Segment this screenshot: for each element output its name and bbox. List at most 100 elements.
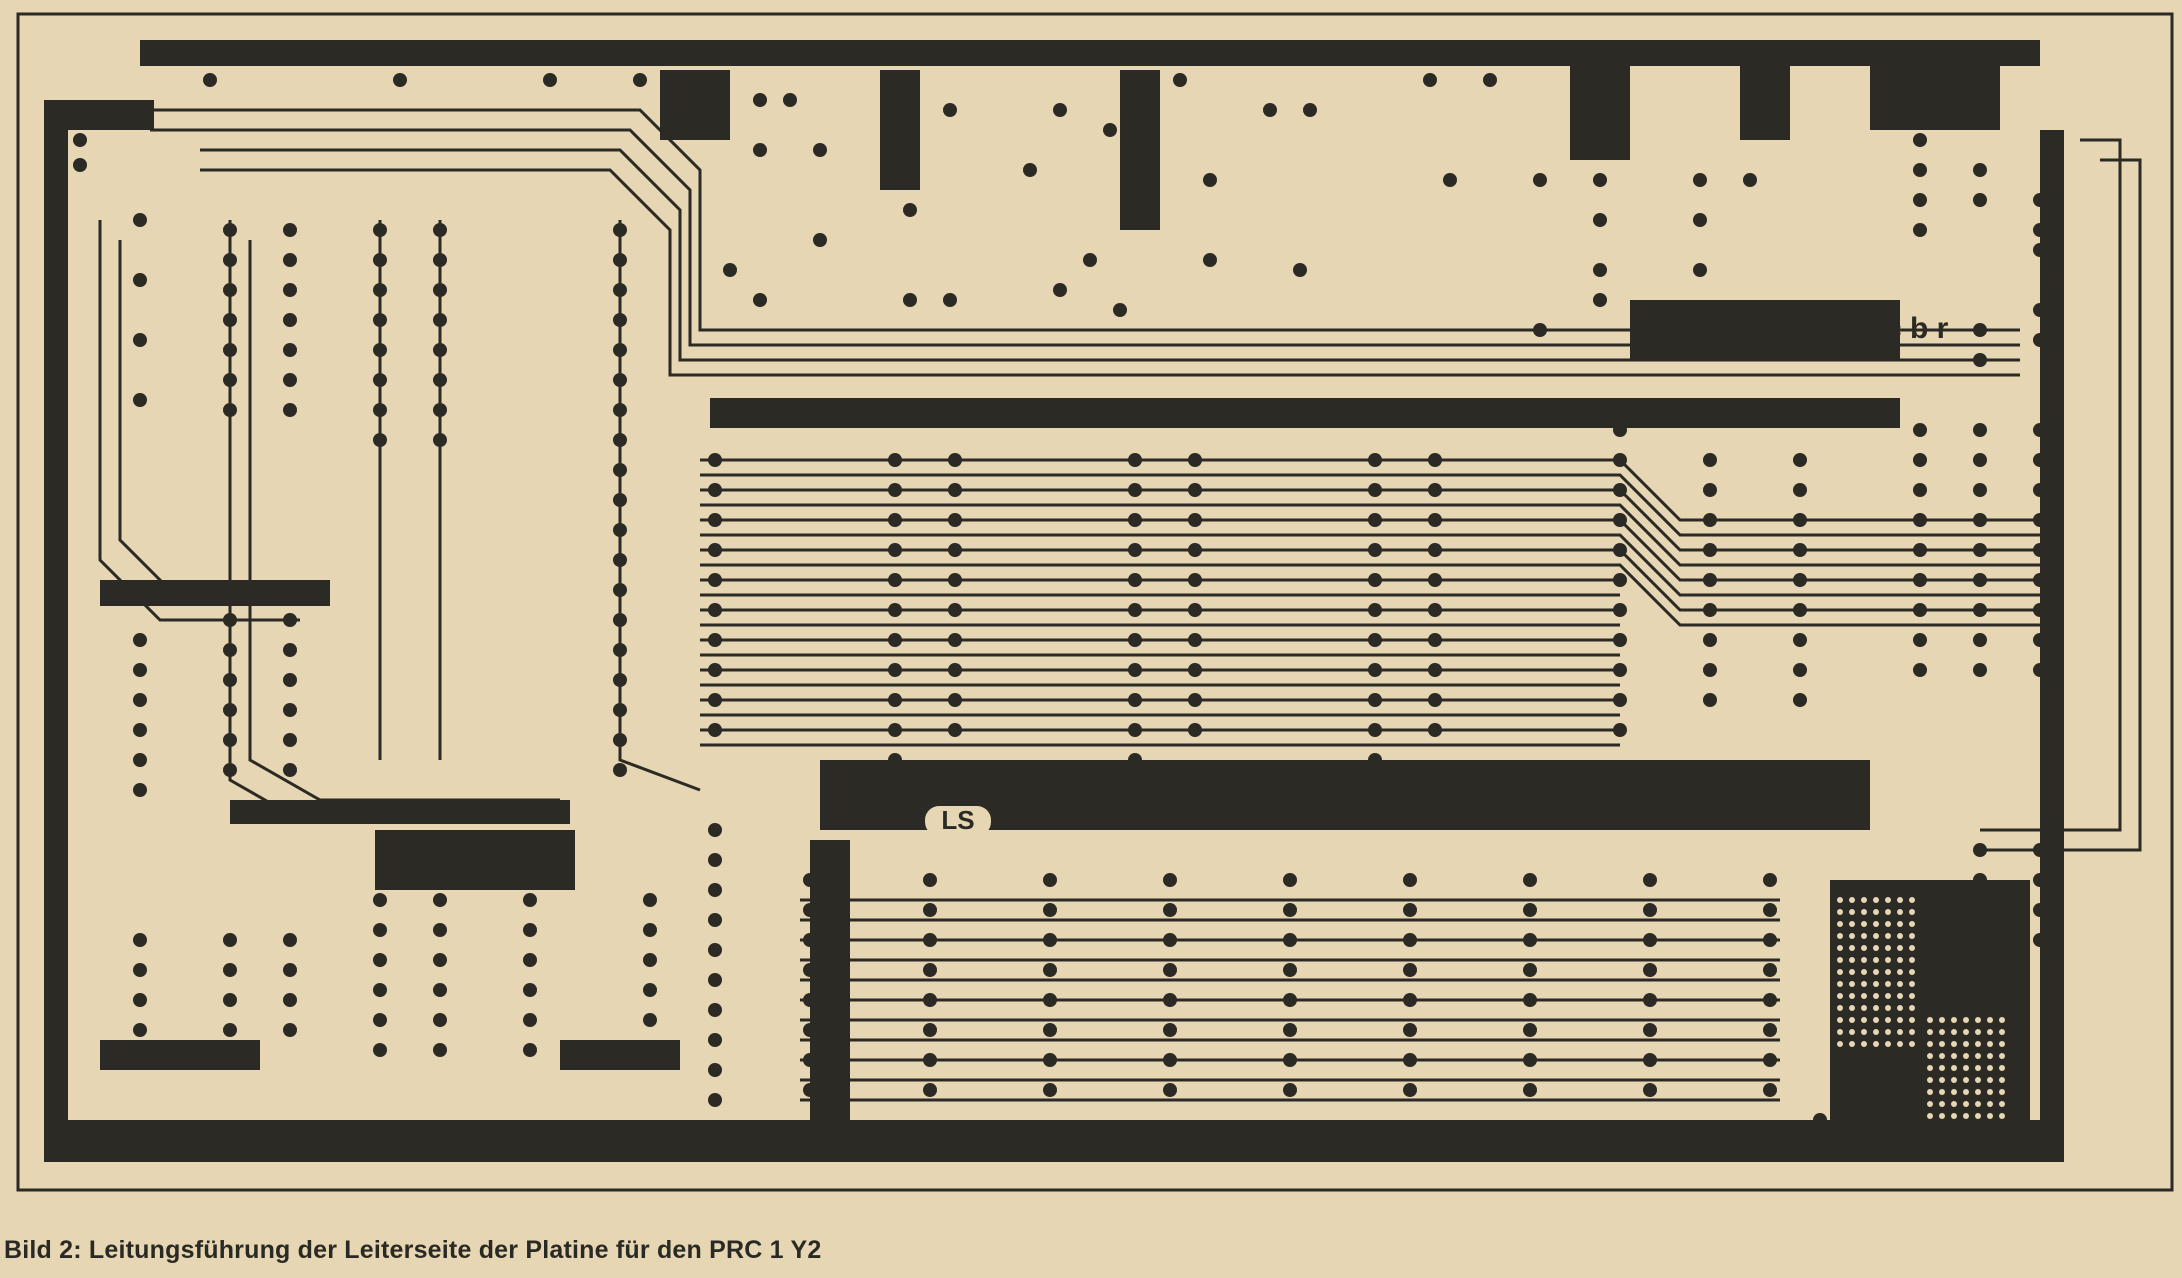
perfboard-hole [1927, 1029, 1933, 1035]
perfboard-hole [1873, 993, 1879, 999]
perfboard-hole [1909, 1029, 1915, 1035]
perfboard-hole [1885, 957, 1891, 963]
perfboard-hole [1885, 921, 1891, 927]
perfboard-hole [1963, 1065, 1969, 1071]
perfboard-hole [1837, 1029, 1843, 1035]
perfboard-hole [1951, 1053, 1957, 1059]
perfboard-hole [1939, 1029, 1945, 1035]
perfboard-hole [1897, 945, 1903, 951]
ls-label-box [925, 806, 991, 836]
perfboard-hole [1897, 969, 1903, 975]
perfboard-hole [1987, 1113, 1993, 1119]
perfboard-hole [1885, 981, 1891, 987]
perfboard-hole [1987, 1029, 1993, 1035]
perfboard-hole [1861, 1041, 1867, 1047]
perfboard-hole [1963, 1041, 1969, 1047]
perfboard-hole [1927, 1101, 1933, 1107]
perfboard-hole [1897, 1005, 1903, 1011]
bus-traces [98, 108, 2142, 1102]
perfboard-hole [1987, 1101, 1993, 1107]
perfboard-hole [1861, 1029, 1867, 1035]
perfboard-hole [1849, 897, 1855, 903]
lower-row-pads [803, 873, 1777, 1097]
perfboard-hole [1975, 1089, 1981, 1095]
perfboard-hole [1897, 957, 1903, 963]
board-outline [16, 12, 2174, 1192]
perfboard-hole [1975, 1053, 1981, 1059]
perfboard-hole [1885, 933, 1891, 939]
perfboard-hole [1861, 945, 1867, 951]
perfboard-hole [1927, 1065, 1933, 1071]
perfboard-hole [1909, 981, 1915, 987]
perfboard-hole [1927, 1113, 1933, 1119]
perfboard-hole [1885, 1041, 1891, 1047]
perfboard-hole [1861, 921, 1867, 927]
perfboard-hole [1975, 1065, 1981, 1071]
perfboard-hole [1963, 1077, 1969, 1083]
perfboard-hole [1939, 1077, 1945, 1083]
perfboard-hole [1897, 981, 1903, 987]
perfboard-hole [1951, 1041, 1957, 1047]
perfboard-hole [1873, 1041, 1879, 1047]
top-area-pads [203, 73, 2047, 367]
perfboard-hole [1987, 1053, 1993, 1059]
ground-plane [44, 40, 2064, 1162]
perfboard-hole [1861, 969, 1867, 975]
perfboard-hole [1837, 897, 1843, 903]
perfboard-hole [1897, 1017, 1903, 1023]
perfboard-hole [1849, 981, 1855, 987]
perfboard-hole [1999, 1065, 2005, 1071]
perfboard-hole [1999, 1041, 2005, 1047]
perfboard-hole [1999, 1077, 2005, 1083]
perfboard-hole [1873, 1029, 1879, 1035]
perfboard-hole [1909, 969, 1915, 975]
perfboard-hole [1873, 945, 1879, 951]
perfboard-hole [1849, 945, 1855, 951]
perfboard-hole [1939, 1065, 1945, 1071]
perfboard-hole [1885, 909, 1891, 915]
perfboard-hole [1951, 1017, 1957, 1023]
perfboard-hole [1861, 957, 1867, 963]
perfboard-hole [1837, 969, 1843, 975]
perfboard-hole [1927, 1077, 1933, 1083]
perfboard-hole [1987, 1077, 1993, 1083]
perfboard-hole [1837, 921, 1843, 927]
perfboard-hole [1939, 1041, 1945, 1047]
perfboard-hole [1885, 993, 1891, 999]
left-lower-pads [133, 823, 722, 1107]
perfboard-hole [1909, 921, 1915, 927]
perfboard-hole [1873, 981, 1879, 987]
left-upper-pads [73, 133, 297, 797]
perfboard-hole [1897, 993, 1903, 999]
perfboard-hole [1849, 1041, 1855, 1047]
perfboard-hole [1939, 1101, 1945, 1107]
perfboard-hole [1897, 921, 1903, 927]
perfboard-hole [1927, 1017, 1933, 1023]
perfboard-hole [1897, 1029, 1903, 1035]
perfboard-holes [1837, 897, 2005, 1119]
perfboard-hole [1897, 897, 1903, 903]
perfboard-hole [1909, 1041, 1915, 1047]
perfboard-hole [1999, 1089, 2005, 1095]
perfboard-hole [1909, 957, 1915, 963]
perfboard-hole [1975, 1017, 1981, 1023]
perfboard-hole [1861, 933, 1867, 939]
perfboard-hole [1837, 1017, 1843, 1023]
perfboard-hole [1999, 1053, 2005, 1059]
perfboard-hole [1987, 1065, 1993, 1071]
perfboard-hole [1837, 909, 1843, 915]
ic-pads [373, 223, 2047, 777]
perfboard-hole [1837, 1041, 1843, 1047]
perfboard-hole [1999, 1029, 2005, 1035]
ls-label: LS [941, 805, 974, 835]
perfboard-hole [1837, 957, 1843, 963]
perfboard-hole [1885, 897, 1891, 903]
perfboard-hole [1963, 1113, 1969, 1119]
perfboard-hole [1909, 909, 1915, 915]
perfboard-hole [1963, 1017, 1969, 1023]
perfboard-hole [1873, 1017, 1879, 1023]
perfboard-hole [1987, 1017, 1993, 1023]
perfboard-hole [1861, 909, 1867, 915]
perfboard-hole [1837, 1005, 1843, 1011]
perfboard-hole [1975, 1041, 1981, 1047]
